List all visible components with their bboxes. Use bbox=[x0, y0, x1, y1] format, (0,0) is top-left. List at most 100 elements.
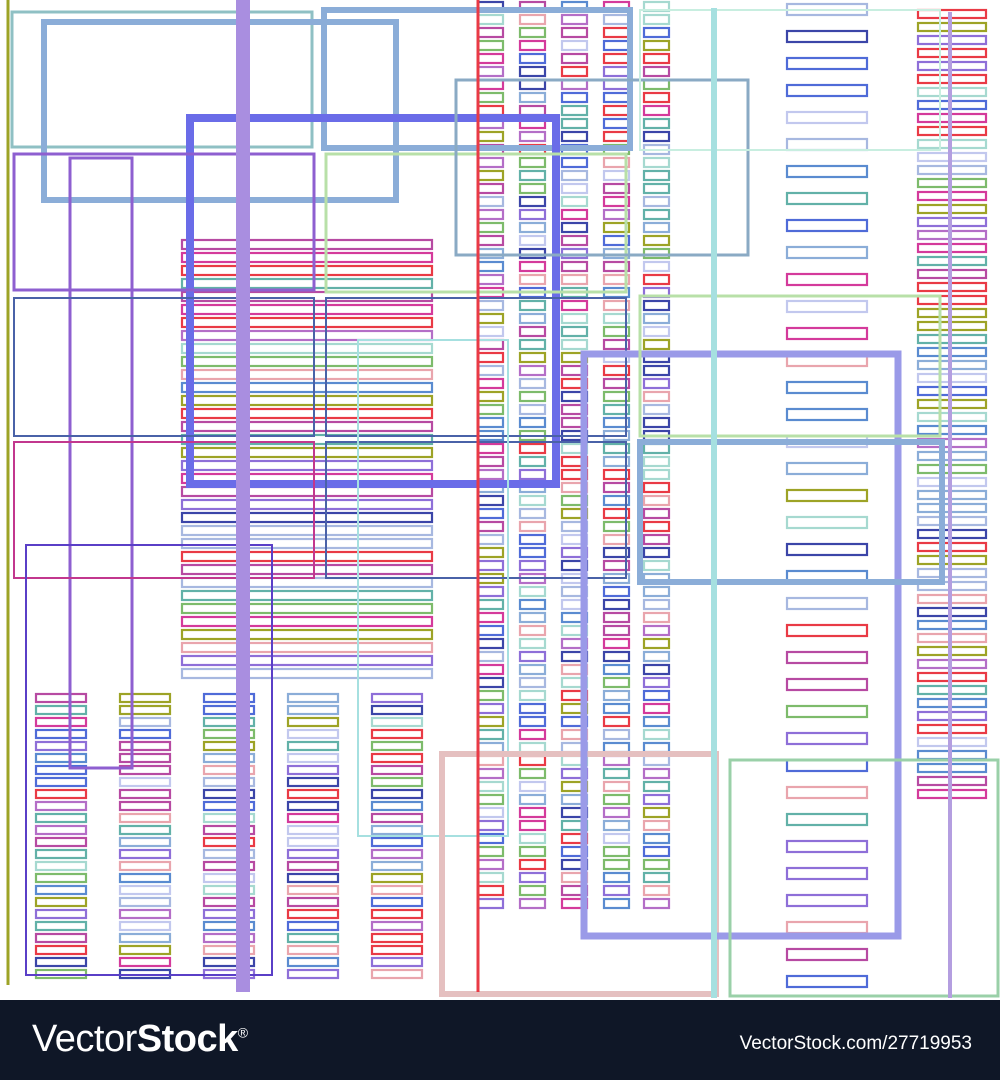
narrow-column-bar bbox=[642, 416, 671, 429]
bottom-stripe-bar bbox=[34, 728, 88, 740]
narrow-column-bar bbox=[642, 468, 671, 481]
narrow-column-bar bbox=[602, 299, 631, 312]
bottom-stripe-bar bbox=[202, 944, 256, 956]
narrow-column-bar bbox=[476, 650, 505, 663]
wide-stripe-bar bbox=[180, 251, 434, 264]
narrow-column-bar bbox=[518, 650, 547, 663]
outline-frame bbox=[637, 439, 945, 585]
narrow-column-bar bbox=[476, 689, 505, 702]
narrow-column-bar bbox=[602, 585, 631, 598]
narrow-column-bar bbox=[642, 26, 671, 39]
narrow-column-bar bbox=[642, 611, 671, 624]
bottom-stripe-bar bbox=[202, 788, 256, 800]
narrow-column-bar bbox=[560, 221, 589, 234]
narrow-column-bar bbox=[642, 312, 671, 325]
sparse-column-bar bbox=[785, 623, 869, 638]
bottom-stripe-bar bbox=[118, 932, 172, 944]
bottom-stripe-bar bbox=[286, 968, 340, 980]
bottom-stripe-bar bbox=[286, 944, 340, 956]
narrow-column-bar bbox=[476, 702, 505, 715]
narrow-column-bar bbox=[518, 13, 547, 26]
narrow-column-bar bbox=[602, 780, 631, 793]
wide-stripe-bar bbox=[180, 537, 434, 550]
narrow-column-bar bbox=[476, 468, 505, 481]
narrow-column-bar bbox=[518, 715, 547, 728]
narrow-column-bar bbox=[642, 520, 671, 533]
wide-stripe-bar bbox=[180, 355, 434, 368]
bottom-stripe-bar bbox=[118, 920, 172, 932]
outline-frame bbox=[10, 10, 314, 149]
bottom-stripe-bar bbox=[34, 824, 88, 836]
bottom-stripe-bar bbox=[202, 956, 256, 968]
narrow-column-bar bbox=[642, 338, 671, 351]
narrow-column-bar bbox=[476, 364, 505, 377]
narrow-column-bar bbox=[518, 182, 547, 195]
narrow-column-bar bbox=[476, 26, 505, 39]
narrow-column-bar bbox=[518, 728, 547, 741]
narrow-column-bar bbox=[642, 390, 671, 403]
narrow-column-bar bbox=[642, 117, 671, 130]
narrow-column-bar bbox=[642, 676, 671, 689]
logo-light-text: Vector bbox=[32, 1018, 137, 1060]
wide-stripe-bar bbox=[180, 550, 434, 563]
narrow-column-bar bbox=[642, 234, 671, 247]
outline-frame bbox=[638, 294, 942, 438]
bottom-stripe-bar bbox=[370, 812, 424, 824]
narrow-column-bar bbox=[476, 741, 505, 754]
narrow-column-bar bbox=[602, 858, 631, 871]
sparse-column-bar bbox=[785, 974, 869, 989]
narrow-column-bar bbox=[602, 871, 631, 884]
narrow-column-bar bbox=[642, 793, 671, 806]
narrow-column-bar bbox=[642, 325, 671, 338]
narrow-column-bar bbox=[476, 13, 505, 26]
narrow-column-bar bbox=[642, 819, 671, 832]
narrow-column-bar bbox=[518, 819, 547, 832]
image-id-caption: VectorStock.com/27719953 bbox=[740, 1033, 972, 1055]
narrow-column-bar bbox=[476, 598, 505, 611]
sparse-column-bar bbox=[785, 515, 869, 530]
narrow-column-bar bbox=[642, 650, 671, 663]
bottom-stripe-bar bbox=[370, 752, 424, 764]
narrow-column-bar bbox=[602, 442, 631, 455]
bottom-stripe-bar bbox=[34, 812, 88, 824]
bottom-stripe-bar bbox=[202, 908, 256, 920]
narrow-column-bar bbox=[602, 702, 631, 715]
narrow-column-bar bbox=[476, 858, 505, 871]
narrow-column-bar bbox=[518, 871, 547, 884]
wide-stripe-bar bbox=[180, 654, 434, 667]
bottom-stripe-bar bbox=[202, 836, 256, 848]
narrow-column-bar bbox=[560, 52, 589, 65]
narrow-column-bar bbox=[642, 702, 671, 715]
narrow-column-bar bbox=[518, 754, 547, 767]
bottom-stripe-bar bbox=[118, 944, 172, 956]
narrow-column-bar bbox=[476, 793, 505, 806]
bottom-stripe-bar bbox=[202, 692, 256, 704]
narrow-column-bar bbox=[602, 208, 631, 221]
bottom-stripe-bar bbox=[370, 716, 424, 728]
narrow-column-bar bbox=[476, 585, 505, 598]
bottom-stripe-bar bbox=[202, 728, 256, 740]
bottom-stripe-bar bbox=[286, 932, 340, 944]
sparse-column-bar bbox=[785, 731, 869, 746]
narrow-column-bar bbox=[642, 481, 671, 494]
narrow-column-bar bbox=[642, 403, 671, 416]
narrow-column-bar bbox=[642, 156, 671, 169]
narrow-column-bar bbox=[518, 858, 547, 871]
narrow-column-bar bbox=[642, 52, 671, 65]
narrow-column-bar bbox=[518, 585, 547, 598]
narrow-column-bar bbox=[642, 208, 671, 221]
narrow-column-bar bbox=[602, 533, 631, 546]
sparse-column-bar bbox=[785, 785, 869, 800]
sparse-column-bar bbox=[785, 461, 869, 476]
narrow-column-bar bbox=[602, 832, 631, 845]
narrow-column-bar bbox=[642, 715, 671, 728]
bottom-stripe-bar bbox=[118, 812, 172, 824]
wide-stripe-bar bbox=[180, 485, 434, 498]
wide-stripe-bar bbox=[180, 407, 434, 420]
narrow-column-bar bbox=[642, 364, 671, 377]
narrow-column-bar bbox=[518, 91, 547, 104]
bottom-stripe-bar bbox=[286, 872, 340, 884]
narrow-column-bar bbox=[602, 312, 631, 325]
narrow-column-bar bbox=[518, 39, 547, 52]
bottom-stripe-bar bbox=[286, 704, 340, 716]
